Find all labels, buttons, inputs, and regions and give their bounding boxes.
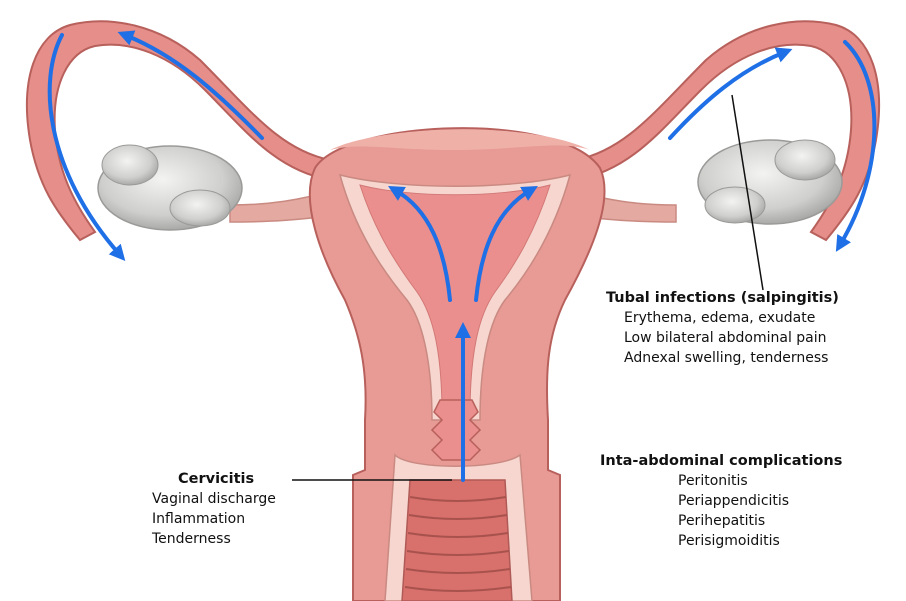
cervicitis-item: Vaginal discharge xyxy=(152,489,276,509)
cervical-canal xyxy=(432,400,480,460)
abdominal-item: Perisigmoiditis xyxy=(678,531,842,551)
cervicitis-item: Tenderness xyxy=(152,529,276,549)
tubal-item: Adnexal swelling, tenderness xyxy=(624,348,839,368)
cervicitis-label: Cervicitis Vaginal discharge Inflammatio… xyxy=(152,469,276,549)
abdominal-complications-label: Inta-abdominal complications Peritonitis… xyxy=(600,451,842,551)
ovary-left xyxy=(98,145,242,230)
cervicitis-title: Cervicitis xyxy=(152,469,276,489)
abdominal-item: Periappendicitis xyxy=(678,491,842,511)
cervicitis-item: Inflammation xyxy=(152,509,276,529)
tubal-item: Low bilateral abdominal pain xyxy=(624,328,839,348)
tubal-infections-label: Tubal infections (salpingitis) Erythema,… xyxy=(606,288,839,368)
tubal-infections-title: Tubal infections (salpingitis) xyxy=(606,288,839,308)
ovary-right xyxy=(698,140,842,224)
abdominal-item: Peritonitis xyxy=(678,471,842,491)
abdominal-item: Perihepatitis xyxy=(678,511,842,531)
tubal-item: Erythema, edema, exudate xyxy=(624,308,839,328)
abdominal-complications-title: Inta-abdominal complications xyxy=(600,451,842,471)
